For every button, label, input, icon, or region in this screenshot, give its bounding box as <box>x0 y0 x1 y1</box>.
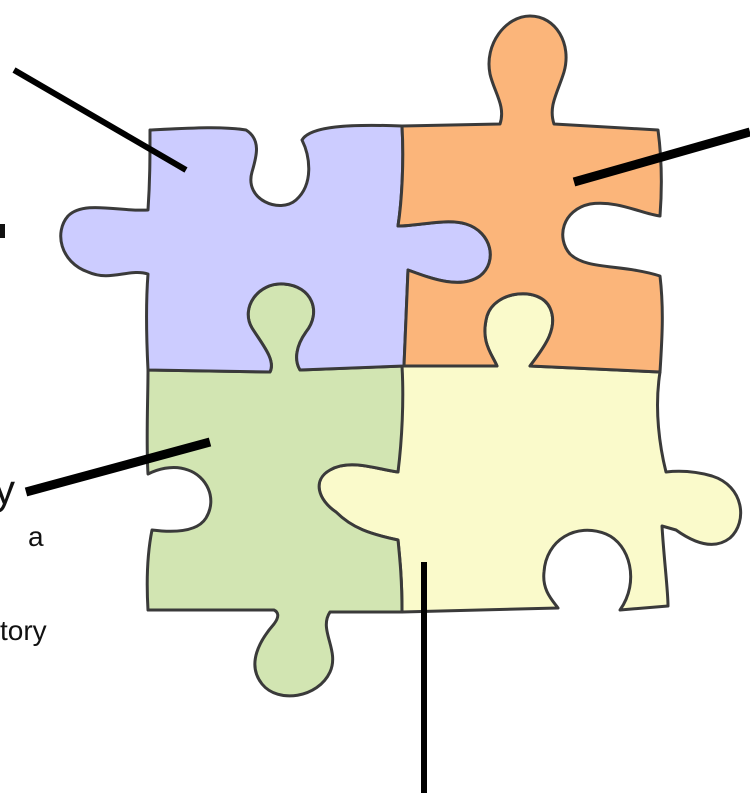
green-label-line1-fragment: a <box>28 521 44 552</box>
green-label-heading-fragment: y <box>0 466 15 513</box>
leader-line-purple <box>14 70 186 170</box>
cut-off-mark <box>0 224 5 238</box>
green-label-line2-fragment: tory <box>0 615 47 646</box>
